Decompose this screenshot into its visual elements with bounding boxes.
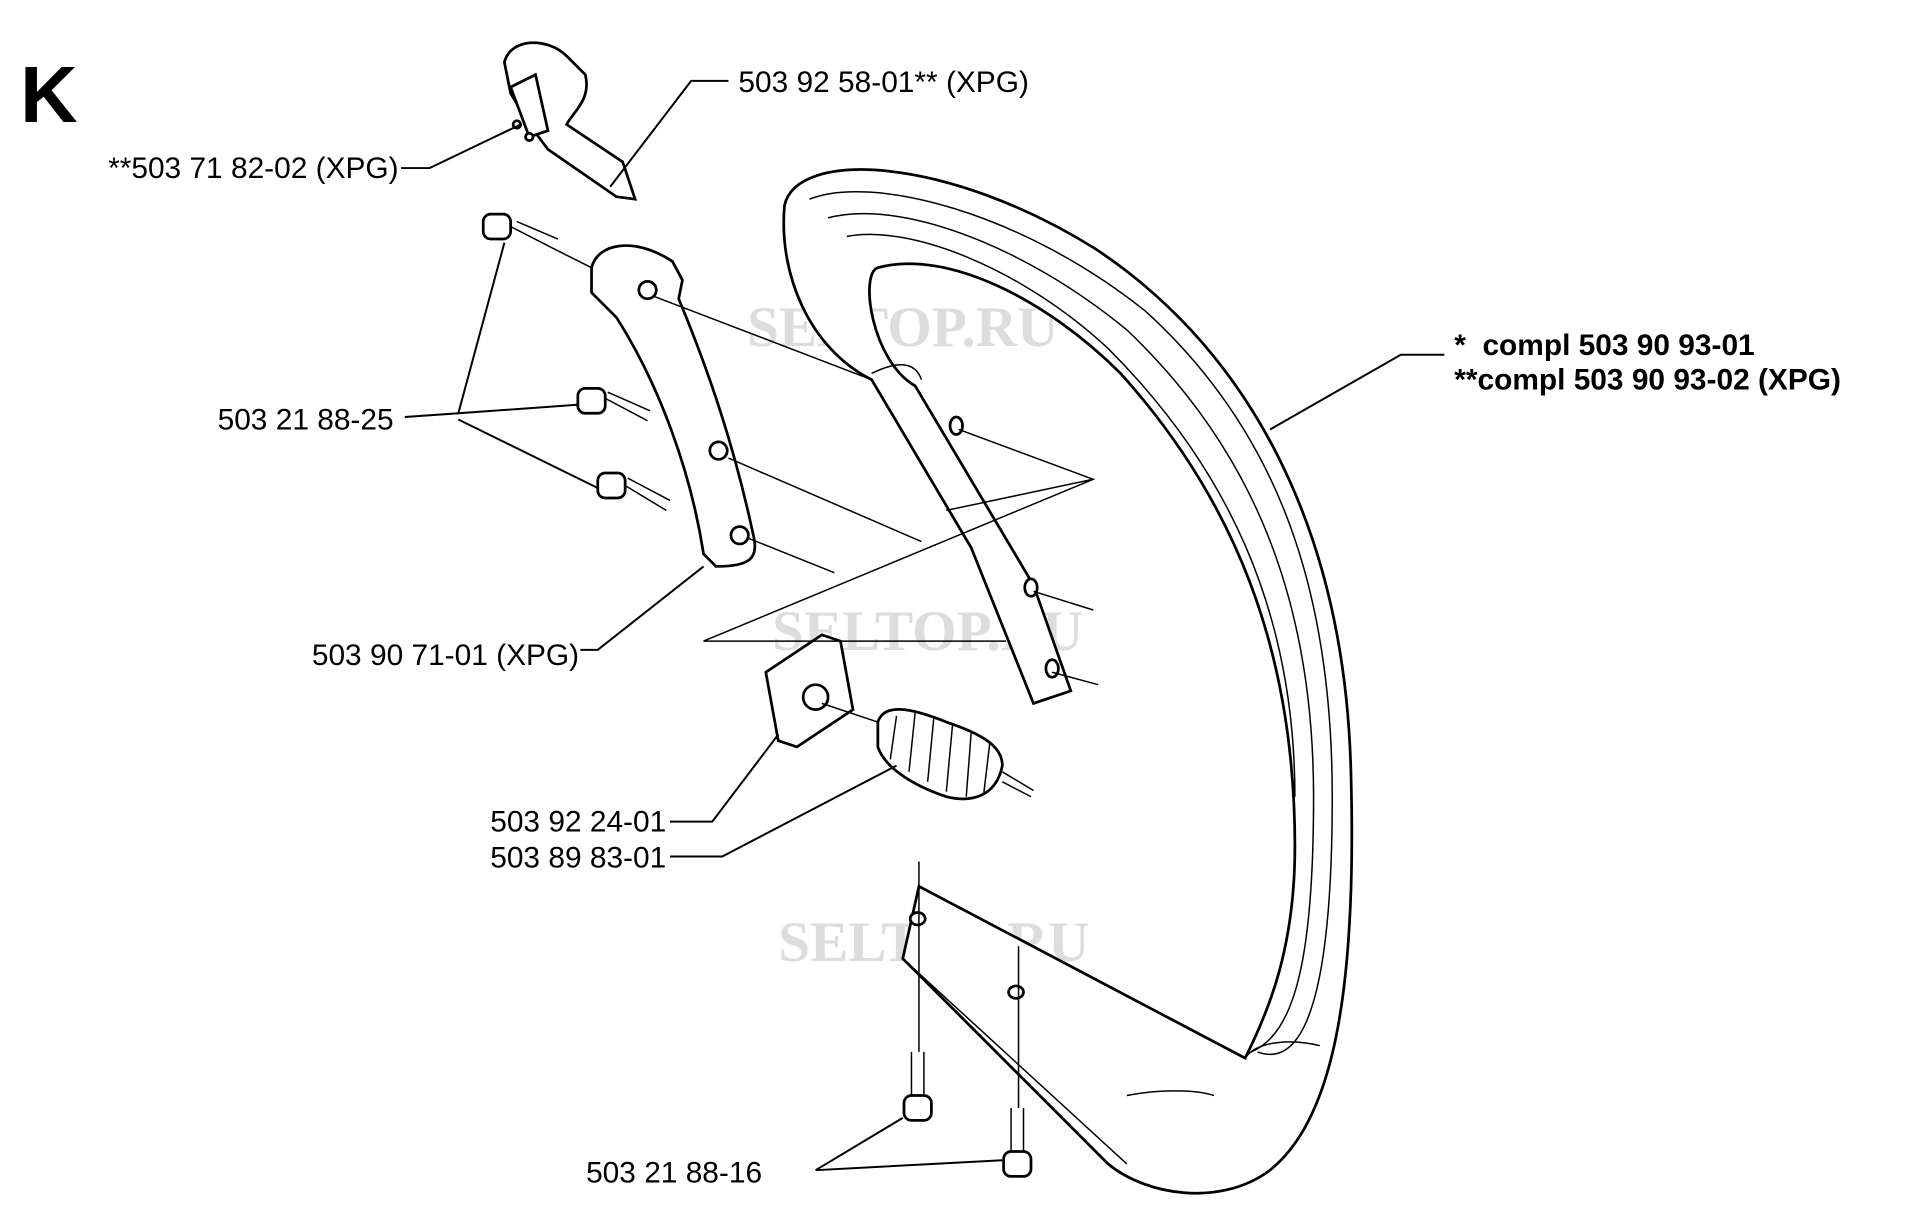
label-bracket: 503 90 71-01 (XPG) bbox=[312, 639, 579, 672]
label-washer: 503 92 24-01 bbox=[490, 806, 666, 839]
front-handle bbox=[782, 168, 1354, 1195]
handle-bracket bbox=[590, 244, 757, 568]
label-handle-compl-1: * compl 503 90 93-01 bbox=[1454, 329, 1754, 362]
label-damper: 503 89 83-01 bbox=[490, 842, 666, 875]
screw bbox=[576, 387, 651, 422]
label-handle-compl-2: **compl 503 90 93-02 (XPG) bbox=[1454, 364, 1841, 397]
label-screws-lower: 503 21 88-16 bbox=[586, 1157, 762, 1190]
section-letter: K bbox=[20, 50, 78, 139]
label-screws-upper: 503 21 88-25 bbox=[218, 403, 394, 436]
screw bbox=[902, 1051, 933, 1122]
watermark: SELTOP.RU bbox=[747, 296, 1058, 359]
screw bbox=[596, 471, 671, 512]
washer bbox=[764, 633, 855, 749]
label-switch: **503 71 82-02 (XPG) bbox=[108, 152, 398, 185]
screw bbox=[481, 212, 559, 250]
throttle-lever bbox=[502, 41, 638, 201]
screw bbox=[1002, 1107, 1033, 1178]
label-lever: 503 92 58-01** (XPG) bbox=[738, 66, 1028, 99]
damper bbox=[876, 708, 1034, 801]
